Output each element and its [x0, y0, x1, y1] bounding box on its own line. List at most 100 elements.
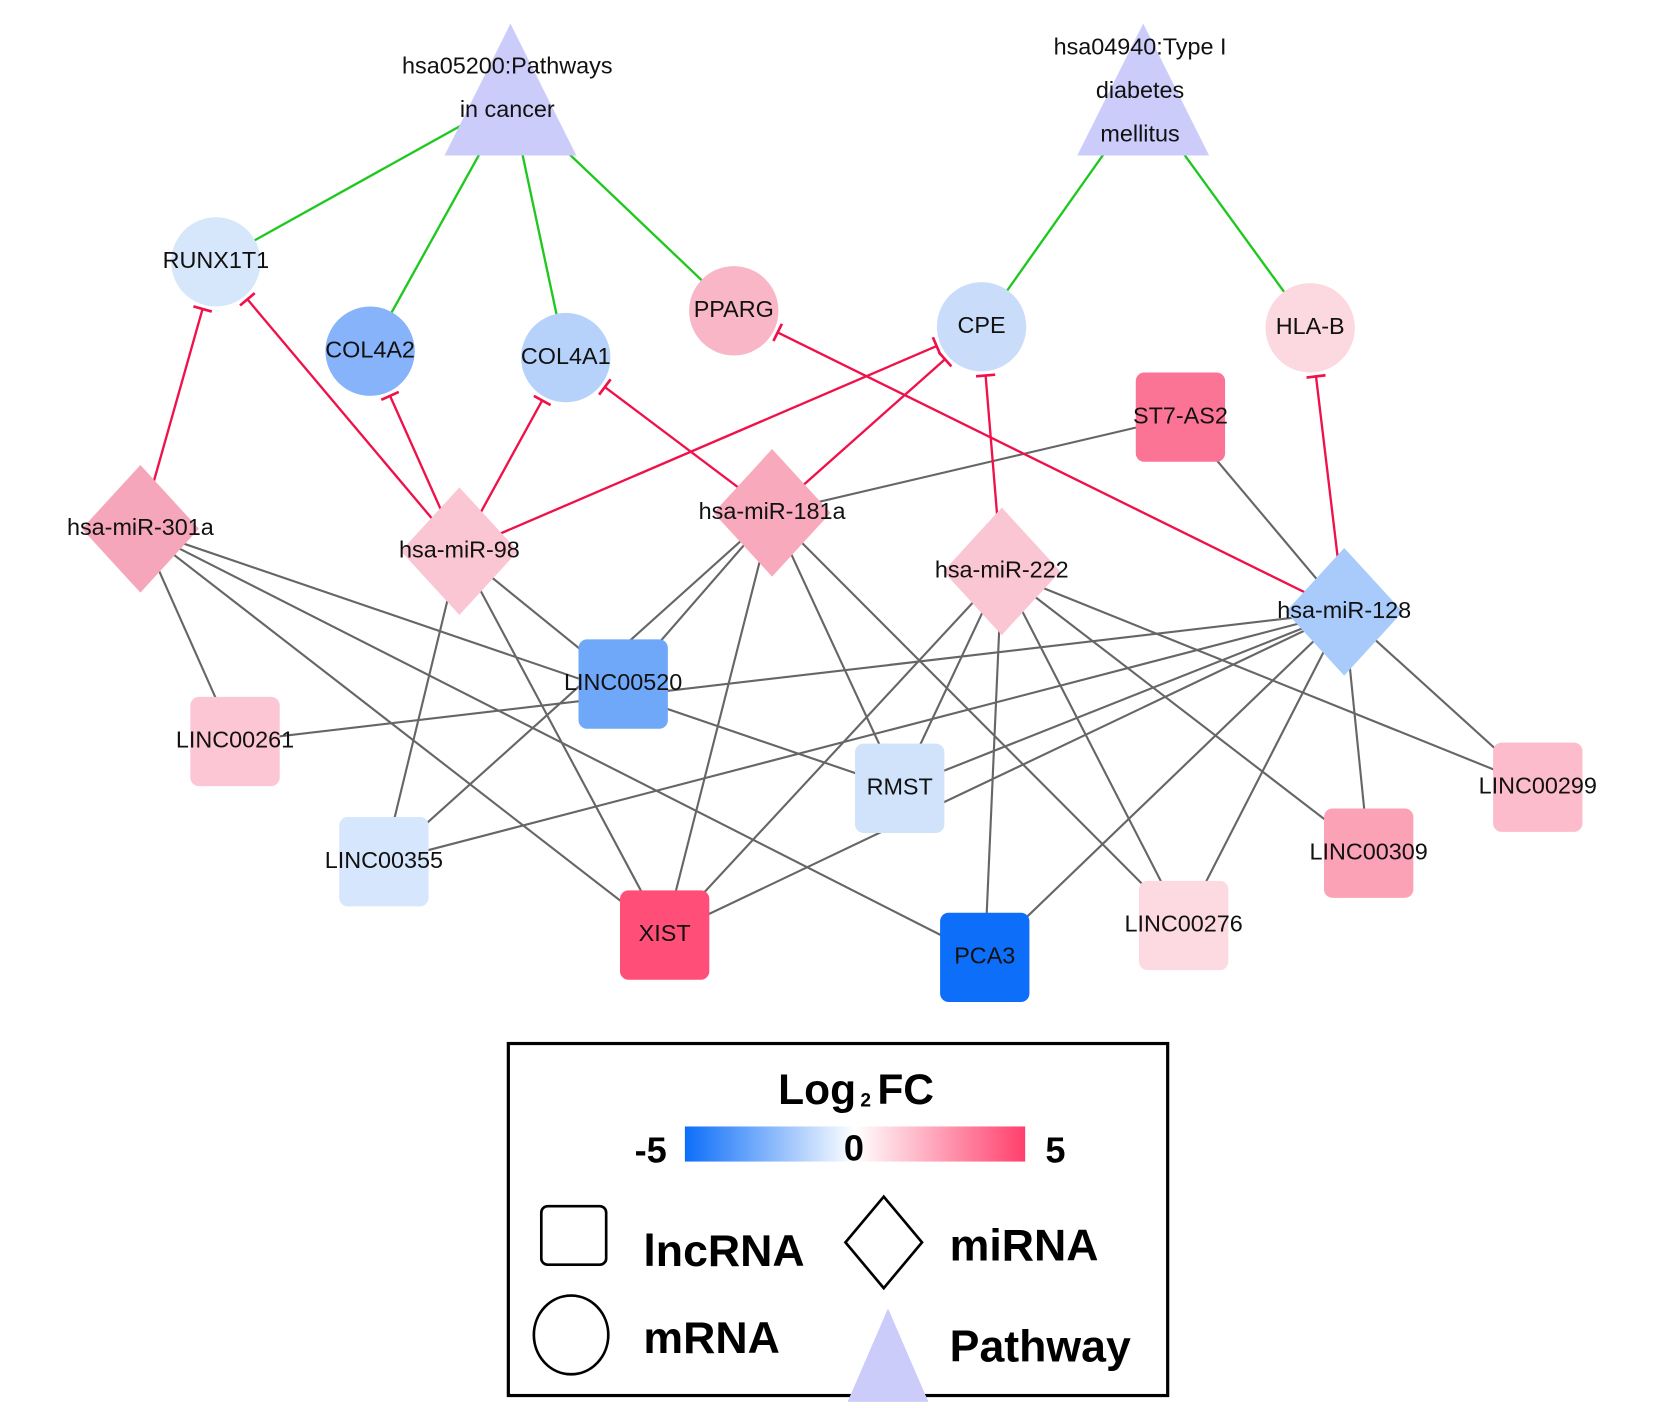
- mirna-diamond: [943, 507, 1061, 636]
- mrna-circle: [171, 217, 261, 307]
- lncrna-node-linc00299[interactable]: LINC00299: [1479, 742, 1597, 832]
- lncrna-node-linc00276[interactable]: LINC00276: [1124, 880, 1243, 971]
- mrna-node-col4a2[interactable]: COL4A2: [325, 306, 415, 396]
- interaction-edge-miR-181a-LINC00355: [383, 512, 773, 863]
- node-label: hsa-miR-181a: [699, 498, 846, 524]
- inhibition-bar: [192, 305, 213, 313]
- node-label: LINC00309: [1310, 838, 1428, 864]
- pathway-triangle: [444, 23, 577, 156]
- lncrna-node-rmst[interactable]: RMST: [855, 743, 945, 833]
- interaction-edge-miR-181a-LINC00276: [771, 512, 1185, 927]
- node-label: PPARG: [694, 296, 774, 322]
- interaction-edge-miR-98-LINC00355: [382, 550, 461, 862]
- node-label: RUNX1T1: [163, 247, 270, 273]
- pathway-node-p2[interactable]: hsa04940:Type I diabetes mellitus: [1054, 23, 1227, 156]
- inhibition-edge-miR-98-RUNX1T1: [246, 298, 461, 552]
- node-label: LINC00261: [176, 727, 294, 753]
- mrna-node-cpe[interactable]: CPE: [936, 282, 1027, 372]
- lncrna-square: [619, 890, 710, 980]
- node-label: CPE: [958, 312, 1006, 338]
- lncrna-square: [1493, 742, 1583, 832]
- interaction-edge-miR-222-LINC00309: [1001, 570, 1370, 855]
- node-label: RMST: [867, 773, 933, 799]
- node-label: hsa-miR-301a: [67, 514, 214, 540]
- interaction-edge-miR-128-LINC00276: [1182, 611, 1346, 926]
- mirna-diamond: [1285, 547, 1403, 676]
- inhibition-bar: [975, 373, 996, 378]
- lncrna-square: [339, 817, 429, 907]
- inhibition-bar: [239, 292, 256, 307]
- pathway-label: hsa05200:Pathways: [402, 52, 613, 78]
- nodes-layer: hsa05200:Pathways in cancer hsa04940:Type …: [67, 23, 1597, 1003]
- lncrna-node-linc00355[interactable]: LINC00355: [325, 817, 443, 907]
- interaction-edge-miR-128-LINC00261: [234, 610, 1345, 743]
- lncrna-square: [1138, 880, 1229, 971]
- node-label: COL4A1: [521, 343, 611, 369]
- pathway-label: mellitus: [1100, 120, 1179, 146]
- mirna-diamond-icon: [843, 1194, 924, 1291]
- legend-mirna: miRNA: [950, 1221, 1099, 1270]
- interaction-edge-miR-222-LINC00299: [1001, 570, 1539, 789]
- mirna-diamond: [713, 449, 831, 577]
- inhibition-edge-miR-98-CPE: [458, 344, 938, 553]
- inhibition-bar: [1306, 373, 1326, 379]
- interaction-edge-miR-128-XIST: [664, 610, 1345, 937]
- node-label: XIST: [639, 920, 691, 946]
- mrna-node-col4a1[interactable]: COL4A1: [521, 312, 611, 403]
- mirna-node-mir-301a[interactable]: hsa-miR-301a: [67, 464, 214, 593]
- mirna-node-mir-181a[interactable]: hsa-miR-181a: [699, 449, 846, 577]
- lncrna-square: [855, 743, 945, 833]
- lncrna-square: [578, 639, 668, 729]
- lncrna-square: [190, 696, 280, 787]
- lncrna-square: [1324, 808, 1414, 898]
- node-label: ST7-AS2: [1133, 402, 1228, 428]
- lncrna-node-linc00520[interactable]: LINC00520: [564, 639, 682, 729]
- lncrna-node-linc00261[interactable]: LINC00261: [176, 696, 294, 787]
- interaction-edge-miR-181a-XIST: [663, 512, 774, 936]
- mrna-circle-icon: [532, 1294, 610, 1376]
- mrna-node-pparg[interactable]: PPARG: [689, 266, 779, 356]
- mirna-node-mir-222[interactable]: hsa-miR-222: [935, 507, 1069, 636]
- mrna-node-runx1t1[interactable]: RUNX1T1: [163, 217, 270, 307]
- color-scale-bar: [684, 1126, 1026, 1162]
- interaction-edge-miR-301a-XIST: [139, 527, 666, 936]
- pathway-label: in cancer: [460, 96, 555, 122]
- lncrna-square: [1135, 372, 1226, 462]
- node-label: hsa-miR-222: [935, 557, 1069, 583]
- lncrna-node-linc00309[interactable]: LINC00309: [1310, 808, 1428, 898]
- mrna-circle: [1265, 283, 1355, 373]
- legend-lncrna: lncRNA: [643, 1227, 804, 1276]
- interaction-edge-miR-181a-RMST: [771, 512, 901, 789]
- inhibition-bar: [772, 323, 784, 342]
- node-label: HLA-B: [1276, 313, 1345, 339]
- mrna-circle: [936, 282, 1027, 372]
- pathway-triangle-icon: [847, 1308, 929, 1402]
- inhibition-bar: [380, 390, 400, 401]
- mrna-node-hla-b[interactable]: HLA-B: [1265, 283, 1355, 373]
- mrna-circle: [521, 312, 611, 403]
- lncrna-node-xist[interactable]: XIST: [619, 890, 710, 980]
- pathway-node-p1[interactable]: hsa05200:Pathways in cancer: [402, 23, 613, 156]
- scale-mid-label: 0: [844, 1128, 864, 1169]
- node-label: hsa-miR-98: [399, 536, 520, 562]
- inhibition-bar: [937, 351, 953, 368]
- node-label: LINC00299: [1479, 772, 1597, 798]
- mrna-circle: [689, 266, 779, 356]
- pathway-label: hsa04940:Type I: [1054, 33, 1227, 59]
- node-label: hsa-miR-128: [1277, 597, 1411, 623]
- lncrna-node-pca3[interactable]: PCA3: [940, 912, 1030, 1003]
- mirna-diamond: [81, 464, 199, 593]
- interaction-edge-miR-181a-ST7-AS2: [771, 416, 1181, 514]
- lncrna-node-st7-as2[interactable]: ST7-AS2: [1133, 372, 1228, 462]
- mirna-node-mir-128[interactable]: hsa-miR-128: [1277, 547, 1411, 676]
- mrna-circle: [325, 306, 415, 396]
- pathway-label: diabetes: [1096, 77, 1184, 103]
- node-label: LINC00276: [1124, 911, 1242, 937]
- mirna-node-mir-98[interactable]: hsa-miR-98: [399, 487, 520, 615]
- interaction-edge-miR-222-LINC00276: [1000, 570, 1185, 926]
- legend-mrna: mRNA: [643, 1314, 779, 1363]
- scale-min-label: -5: [635, 1130, 667, 1171]
